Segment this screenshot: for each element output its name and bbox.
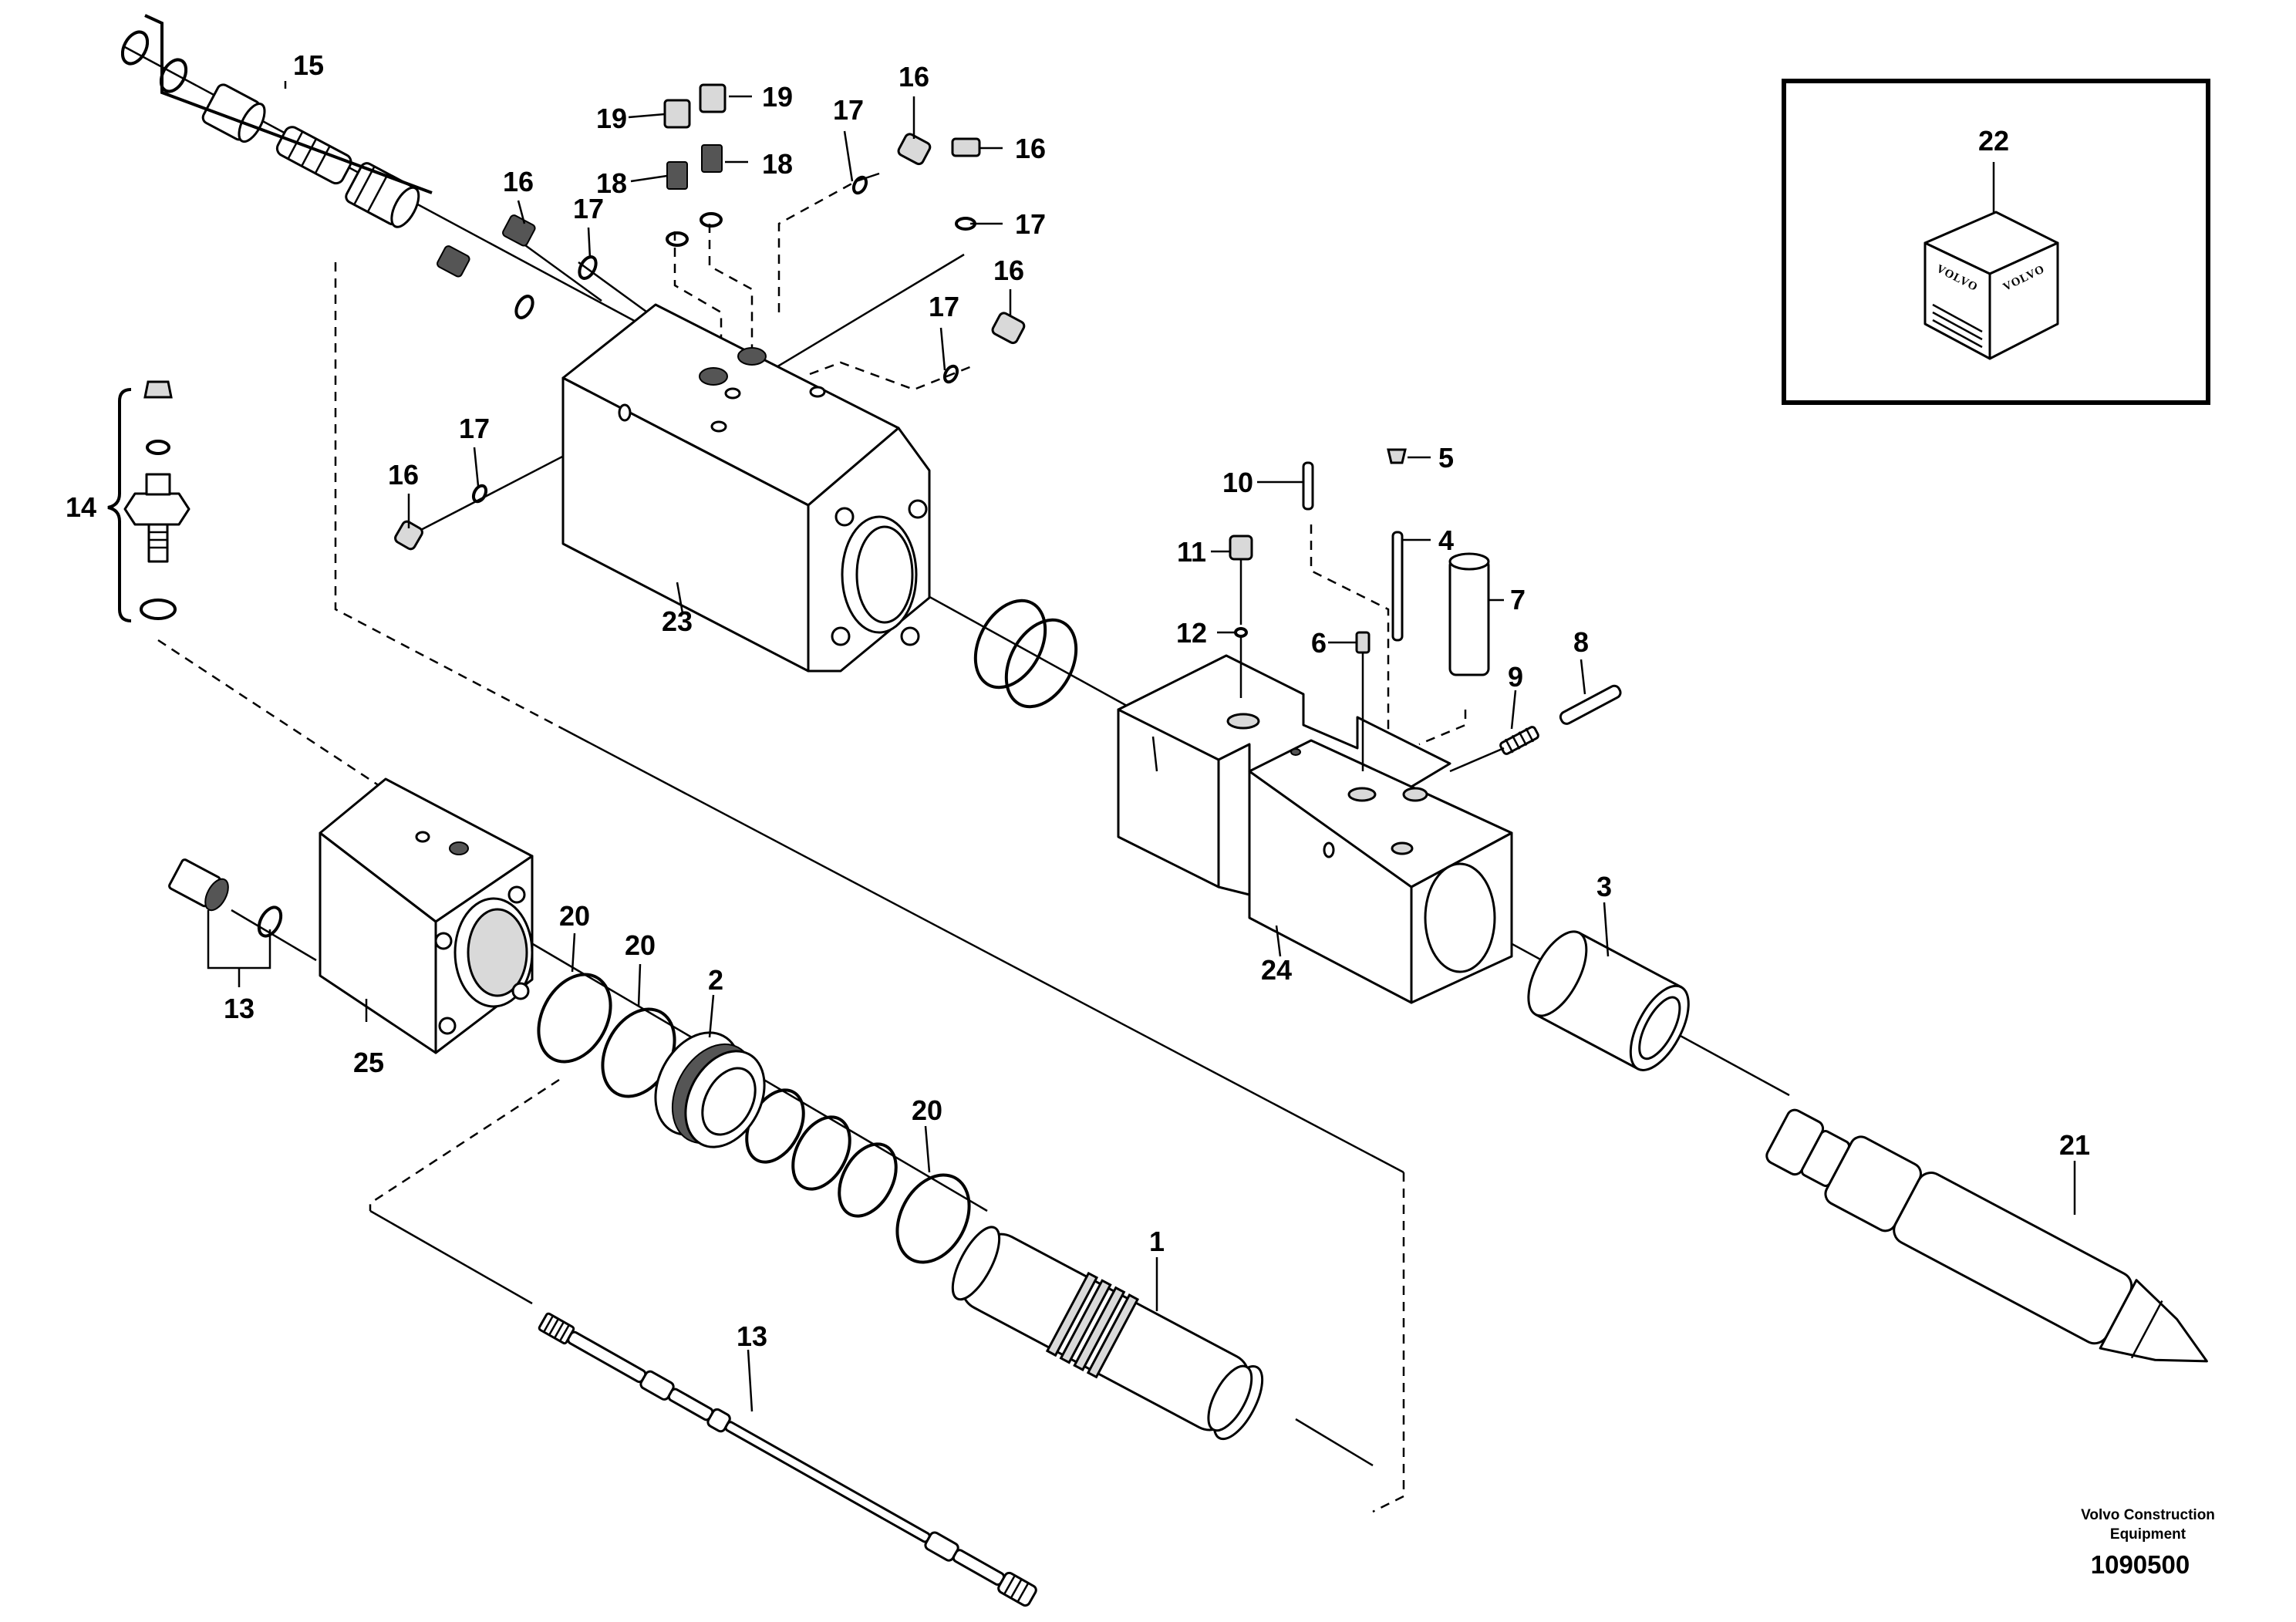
callout-16-top: 16 bbox=[899, 61, 929, 93]
callout-16-left-upper: 16 bbox=[503, 166, 534, 197]
callout-13-upper: 13 bbox=[224, 993, 255, 1024]
part-3-bushing bbox=[1527, 930, 1690, 1071]
callout-3: 3 bbox=[1596, 871, 1612, 902]
callout-20-third: 20 bbox=[912, 1094, 942, 1126]
callout-7: 7 bbox=[1510, 584, 1526, 615]
part-13-fitting bbox=[168, 858, 283, 987]
callout-14: 14 bbox=[66, 491, 96, 523]
part-25-lower-body bbox=[319, 777, 534, 1054]
drawing-number: 1090500 bbox=[2091, 1550, 2190, 1579]
callout-20-second: 20 bbox=[625, 929, 656, 961]
callout-13-lower: 13 bbox=[737, 1320, 767, 1352]
callout-23: 23 bbox=[662, 605, 693, 637]
callout-25: 25 bbox=[353, 1047, 384, 1078]
callout-8: 8 bbox=[1573, 626, 1589, 658]
part-21-chisel bbox=[1765, 1108, 2208, 1363]
callout-17-right-lower: 17 bbox=[929, 291, 959, 322]
callout-22: 22 bbox=[1978, 125, 2009, 157]
callout-1: 1 bbox=[1149, 1226, 1165, 1257]
part-23-upper-body bbox=[561, 303, 931, 673]
callout-17-right-upper: 17 bbox=[1015, 208, 1046, 240]
callout-16-right-lower: 16 bbox=[993, 255, 1024, 286]
callout-19-right: 19 bbox=[762, 81, 793, 113]
footer: Volvo Construction Equipment 1090500 bbox=[2081, 1507, 2215, 1579]
callout-16-left-lower: 16 bbox=[388, 459, 419, 491]
part-1-piston bbox=[951, 1226, 1264, 1441]
callout-18-right: 18 bbox=[762, 148, 793, 180]
callout-5: 5 bbox=[1438, 442, 1454, 474]
company-name-line1: Volvo Construction bbox=[2081, 1507, 2215, 1523]
pins-and-fittings-24 bbox=[1229, 448, 1622, 773]
callout-17-top: 17 bbox=[833, 94, 864, 126]
callout-17-left-lower: 17 bbox=[459, 413, 490, 444]
part-15-valve-set bbox=[120, 14, 433, 228]
part-22-volvo-kit-box: VOLVO VOLVO bbox=[1923, 211, 2059, 360]
callout-21: 21 bbox=[2059, 1129, 2090, 1161]
callout-12: 12 bbox=[1176, 617, 1207, 649]
callout-6: 6 bbox=[1311, 627, 1327, 659]
callout-10: 10 bbox=[1222, 467, 1253, 498]
callout-18-left: 18 bbox=[596, 167, 627, 199]
callout-15: 15 bbox=[293, 49, 324, 81]
callout-17-left-upper: 17 bbox=[573, 193, 604, 224]
part-13-rod bbox=[538, 1312, 1037, 1607]
part-2-seal-holder bbox=[654, 1031, 766, 1148]
callout-leaders bbox=[284, 81, 2076, 1412]
part-24-front-head bbox=[1117, 654, 1513, 1004]
part-14-valve-assembly bbox=[107, 380, 190, 622]
callout-11: 11 bbox=[1177, 536, 1206, 568]
callout-labels: 15 19 19 18 18 17 16 16 17 16 17 16 17 1… bbox=[66, 49, 2090, 1352]
callout-9: 9 bbox=[1508, 661, 1523, 693]
company-name-line2: Equipment bbox=[2110, 1526, 2186, 1543]
callout-24: 24 bbox=[1261, 954, 1292, 986]
callout-19-left: 19 bbox=[596, 103, 627, 134]
callout-2: 2 bbox=[708, 964, 723, 996]
part-22-frame bbox=[1782, 79, 2210, 405]
callout-20-first: 20 bbox=[559, 900, 590, 932]
callout-16-right-upper: 16 bbox=[1015, 133, 1046, 164]
plugs-and-seals-upper bbox=[394, 83, 1026, 551]
callout-4: 4 bbox=[1438, 524, 1454, 556]
seal-rings-23-24 bbox=[973, 599, 1078, 709]
